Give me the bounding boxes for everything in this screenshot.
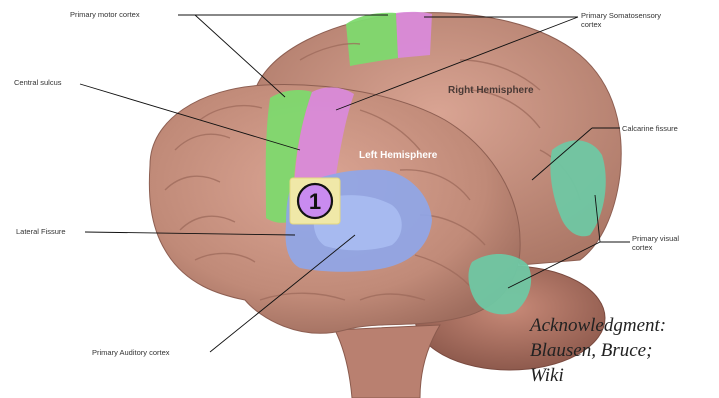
label-left-hemisphere: Left Hemisphere bbox=[359, 150, 438, 161]
label-primary-visual-2: cortex bbox=[632, 243, 653, 252]
acknowledgment: Acknowledgment: Blausen, Bruce; Wiki bbox=[530, 313, 718, 388]
marker-number: 1 bbox=[309, 189, 321, 214]
label-primary-auditory-cortex: Primary Auditory cortex bbox=[92, 348, 170, 357]
acknowledgment-line2: Blausen, Bruce; bbox=[530, 338, 718, 363]
acknowledgment-line3: Wiki bbox=[530, 363, 718, 388]
label-calcarine-fissure: Calcarine fissure bbox=[622, 124, 678, 133]
right-somatosensory-cortex bbox=[396, 12, 432, 58]
label-primary-somatosensory-1: Primary Somatosensory bbox=[581, 11, 661, 20]
brainstem bbox=[335, 325, 440, 398]
label-right-hemisphere: Right Hemisphere bbox=[448, 85, 534, 96]
label-central-sulcus: Central sulcus bbox=[14, 78, 62, 87]
right-motor-cortex bbox=[346, 13, 398, 66]
numbered-marker[interactable]: 1 bbox=[290, 178, 340, 224]
label-primary-somatosensory-2: cortex bbox=[581, 20, 602, 29]
acknowledgment-line1: Acknowledgment: bbox=[530, 313, 718, 338]
label-primary-visual-1: Primary visual bbox=[632, 234, 679, 243]
label-primary-motor-cortex: Primary motor cortex bbox=[70, 10, 140, 19]
label-lateral-fissure: Lateral Fissure bbox=[16, 227, 66, 236]
